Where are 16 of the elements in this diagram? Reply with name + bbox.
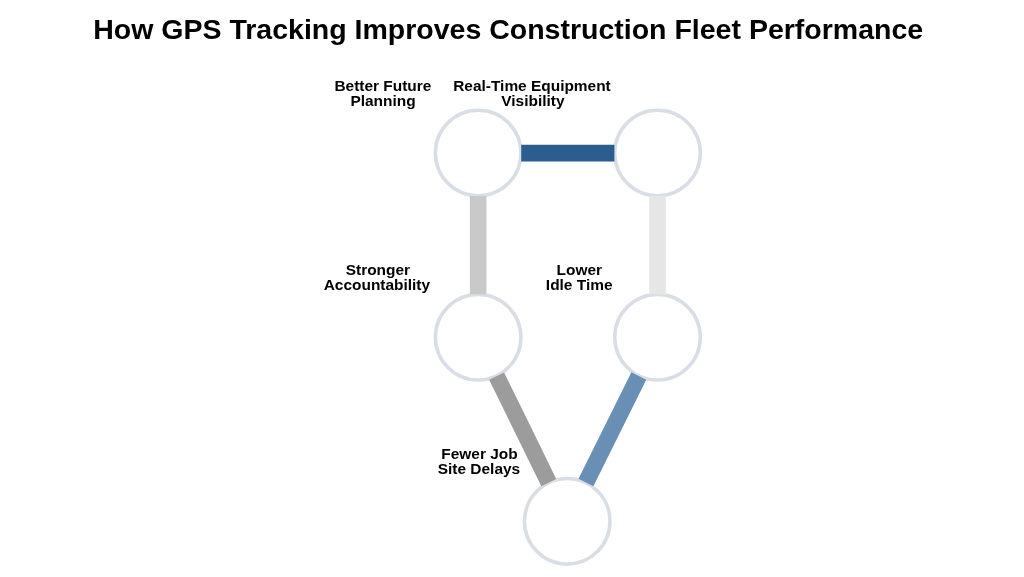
- connector: [521, 144, 615, 162]
- node-circle: [433, 108, 523, 198]
- connector: [469, 195, 487, 295]
- node-label: Fewer Job Site Delays: [437, 444, 521, 478]
- connector: [649, 195, 666, 295]
- diagram-title: How GPS Tracking Improves Construction Fleet Performance: [93, 13, 924, 46]
- node-label: Lower Idle Time: [545, 260, 613, 294]
- node-circle: [522, 476, 612, 566]
- connector: [578, 372, 647, 487]
- node-circle: [613, 108, 703, 198]
- node-circle: [433, 292, 523, 382]
- node-label: Real-Time Equipment Visibility: [453, 76, 611, 110]
- connector: [489, 372, 557, 487]
- node-label: Stronger Accountability: [323, 260, 431, 294]
- node-circle: [613, 292, 703, 382]
- node-label: Better Future Planning: [334, 76, 432, 110]
